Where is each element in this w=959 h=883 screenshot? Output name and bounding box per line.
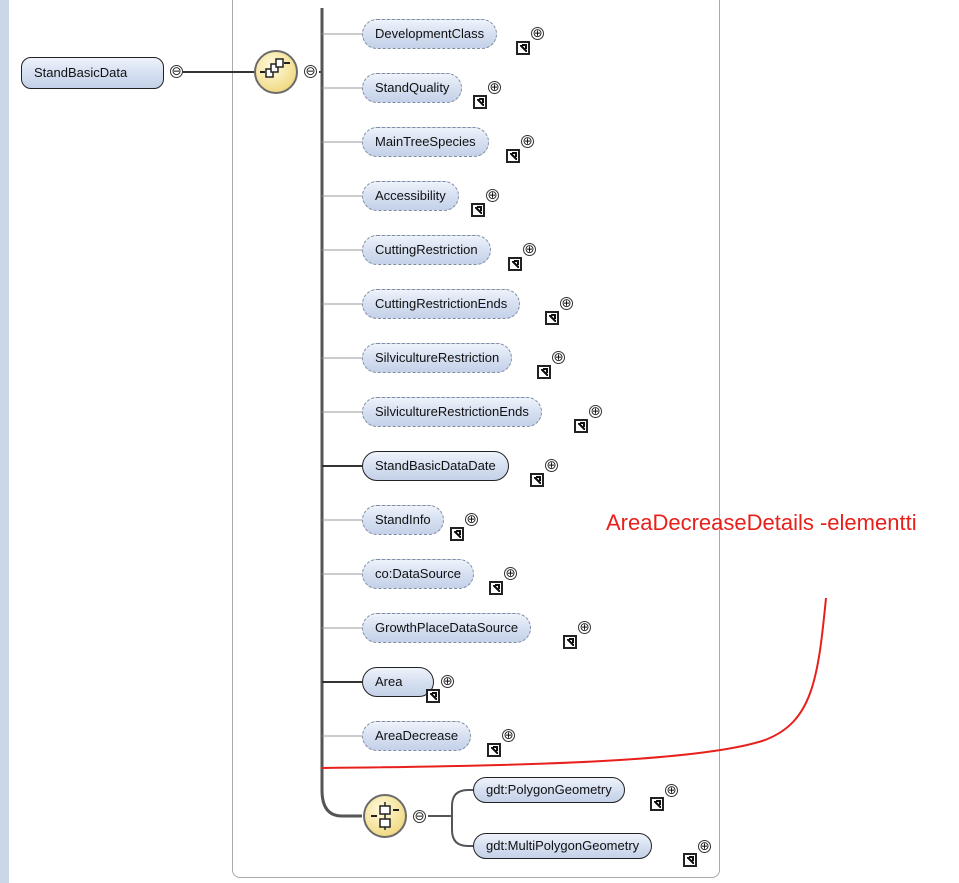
sequence-frame bbox=[232, 0, 720, 878]
reference-arrow-icon bbox=[537, 365, 551, 379]
expand-icon[interactable]: ⊕ bbox=[578, 620, 591, 634]
expand-icon[interactable]: ⊕ bbox=[560, 296, 573, 310]
element-growthplacedatasource[interactable]: GrowthPlaceDataSource bbox=[362, 613, 532, 643]
expand-icon[interactable]: ⊕ bbox=[488, 80, 501, 94]
collapse-icon[interactable]: ⊖ bbox=[170, 64, 183, 78]
reference-arrow-icon bbox=[683, 853, 697, 867]
reference-arrow-icon bbox=[473, 95, 487, 109]
expand-icon[interactable]: ⊕ bbox=[504, 566, 517, 580]
reference-arrow-icon bbox=[489, 581, 503, 595]
reference-arrow-icon bbox=[471, 203, 485, 217]
expand-icon[interactable]: ⊕ bbox=[665, 783, 678, 797]
expand-icon[interactable]: ⊕ bbox=[545, 458, 558, 472]
element-gdt-multipolygongeometry[interactable]: gdt:MultiPolygonGeometry bbox=[473, 833, 653, 859]
collapse-icon[interactable]: ⊖ bbox=[413, 809, 426, 823]
element-standinfo[interactable]: StandInfo bbox=[362, 505, 444, 535]
element-standbasicdatadate[interactable]: StandBasicDataDate bbox=[362, 451, 509, 481]
expand-icon[interactable]: ⊕ bbox=[531, 26, 544, 40]
element-developmentclass[interactable]: DevelopmentClass bbox=[362, 19, 498, 49]
element-gdt-polygongeometry[interactable]: gdt:PolygonGeometry bbox=[473, 777, 625, 803]
reference-arrow-icon bbox=[650, 797, 664, 811]
expand-icon[interactable]: ⊕ bbox=[486, 188, 499, 202]
collapse-icon[interactable]: ⊖ bbox=[304, 64, 317, 78]
sequence-compositor[interactable] bbox=[254, 50, 298, 94]
element-areadecrease[interactable]: AreaDecrease bbox=[362, 721, 472, 751]
reference-arrow-icon bbox=[508, 257, 522, 271]
standbasicdata-node[interactable]: StandBasicData bbox=[21, 57, 164, 89]
reference-arrow-icon bbox=[545, 311, 559, 325]
expand-icon[interactable]: ⊕ bbox=[465, 512, 478, 526]
reference-arrow-icon bbox=[530, 473, 544, 487]
element-maintreespecies[interactable]: MainTreeSpecies bbox=[362, 127, 489, 157]
expand-icon[interactable]: ⊕ bbox=[589, 404, 602, 418]
element-cuttingrestriction[interactable]: CuttingRestriction bbox=[362, 235, 491, 265]
element-silviculturerestriction[interactable]: SilvicultureRestriction bbox=[362, 343, 513, 373]
expand-icon[interactable]: ⊕ bbox=[523, 242, 536, 256]
element-accessibility[interactable]: Accessibility bbox=[362, 181, 459, 211]
element-area[interactable]: Area bbox=[362, 667, 434, 697]
annotation-text: AreaDecreaseDetails -elementti bbox=[606, 510, 917, 535]
element-standquality[interactable]: StandQuality bbox=[362, 73, 463, 103]
expand-icon[interactable]: ⊕ bbox=[552, 350, 565, 364]
reference-arrow-icon bbox=[450, 527, 464, 541]
sequence-compositor-icon bbox=[260, 58, 290, 78]
reference-arrow-icon bbox=[574, 419, 588, 433]
left-panel-edge bbox=[0, 0, 9, 883]
expand-icon[interactable]: ⊕ bbox=[441, 674, 454, 688]
element-cuttingrestrictionends[interactable]: CuttingRestrictionEnds bbox=[362, 289, 521, 319]
reference-arrow-icon bbox=[487, 743, 501, 757]
element-silviculturerestrictionends[interactable]: SilvicultureRestrictionEnds bbox=[362, 397, 542, 427]
expand-icon[interactable]: ⊕ bbox=[502, 728, 515, 742]
expand-icon[interactable]: ⊕ bbox=[521, 134, 534, 148]
reference-arrow-icon bbox=[516, 41, 530, 55]
reference-arrow-icon bbox=[426, 689, 440, 703]
reference-arrow-icon bbox=[506, 149, 520, 163]
choice-compositor[interactable] bbox=[363, 794, 407, 838]
choice-compositor-icon bbox=[371, 802, 399, 830]
element-co-datasource[interactable]: co:DataSource bbox=[362, 559, 474, 589]
expand-icon[interactable]: ⊕ bbox=[698, 839, 711, 853]
reference-arrow-icon bbox=[563, 635, 577, 649]
